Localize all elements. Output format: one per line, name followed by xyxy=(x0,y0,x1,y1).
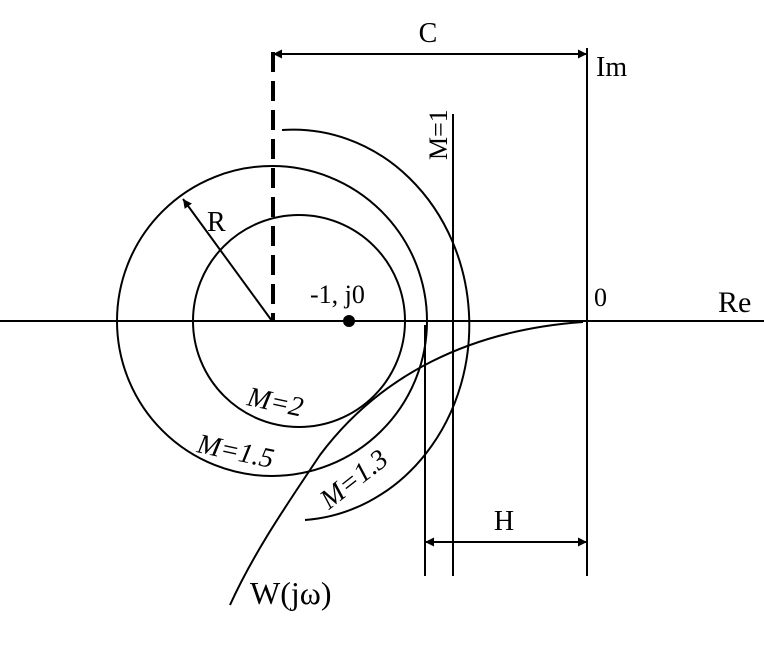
c-label: C xyxy=(419,18,438,49)
radius-label: R xyxy=(207,207,226,238)
radius-arrow xyxy=(182,198,273,322)
m1-label: M=1 xyxy=(424,109,453,160)
origin-label: 0 xyxy=(594,283,607,312)
im-label: Im xyxy=(596,52,627,83)
critical-point-label: -1, j0 xyxy=(310,280,365,309)
h-label: H xyxy=(494,506,514,537)
m15-circle xyxy=(116,165,428,477)
frequency-response-label: W(jω) xyxy=(250,575,331,611)
m15-label: M=1.5 xyxy=(194,428,277,475)
frequency-response-curve xyxy=(229,321,584,606)
critical-point-dot xyxy=(343,315,355,327)
m2-circle xyxy=(192,214,406,428)
m13-arc xyxy=(281,128,471,521)
re-label: Re xyxy=(718,286,751,319)
m13-label: M=1.3 xyxy=(313,444,394,517)
